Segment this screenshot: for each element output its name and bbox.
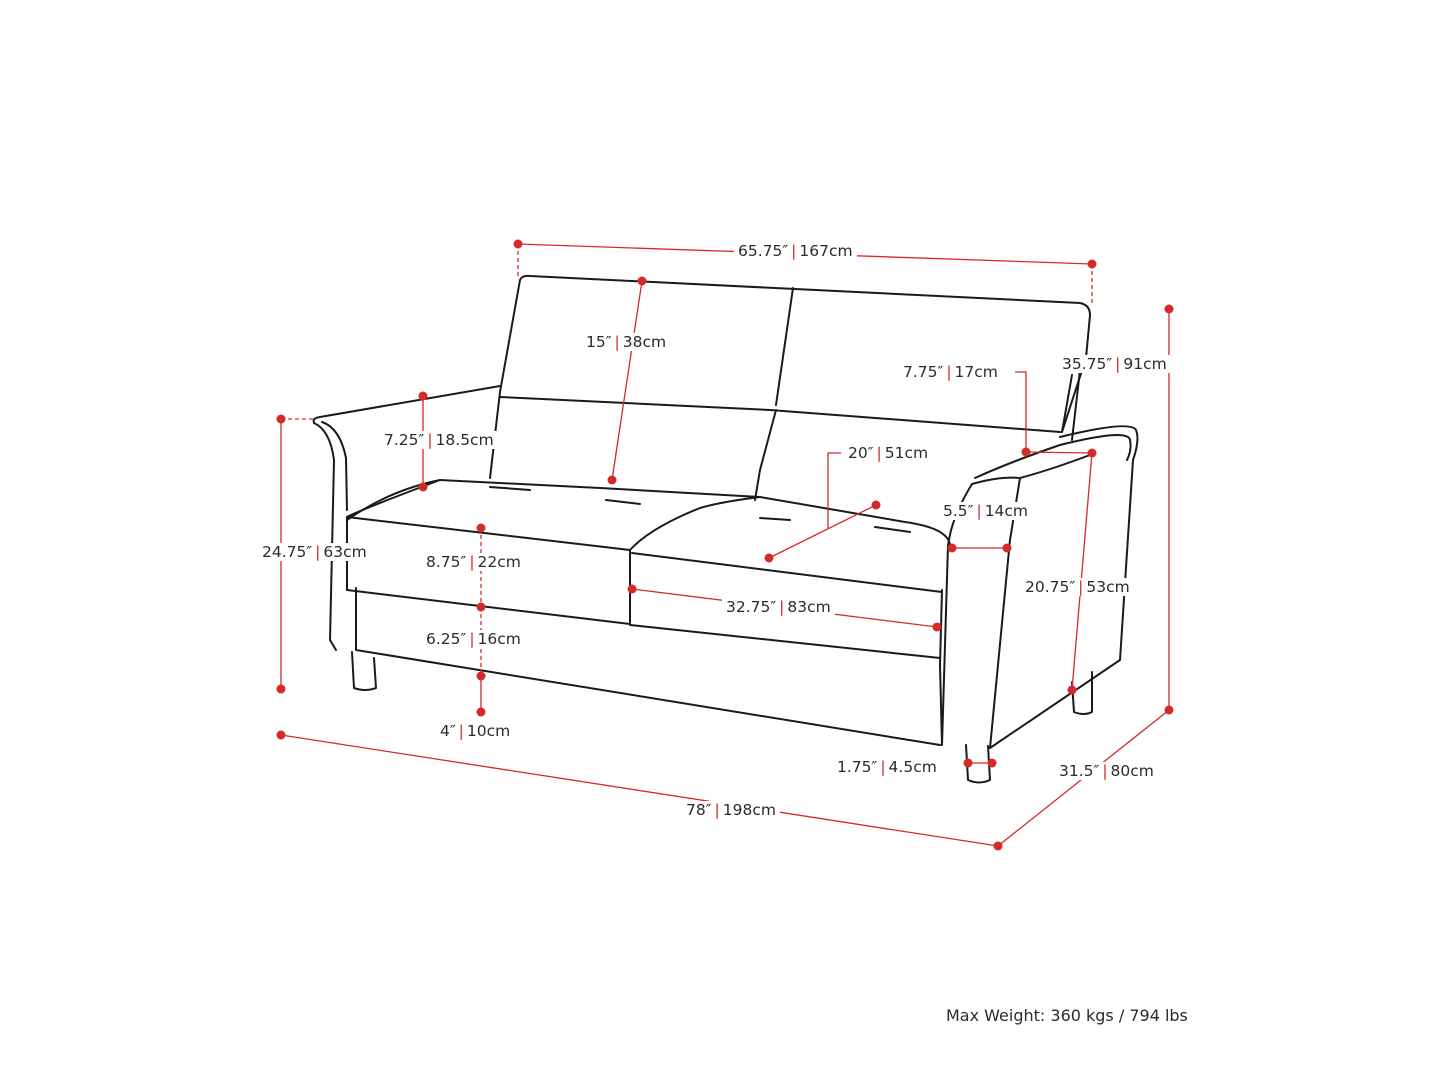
back-width-metric: 167cm xyxy=(799,242,853,260)
label-leg-height: 4″|10cm xyxy=(436,722,515,740)
back-cushion-outline xyxy=(519,274,1091,433)
label-arm-rise: 7.25″|18.5cm xyxy=(380,431,498,449)
dim-back-height-line xyxy=(611,280,643,481)
label-total-height: 35.75″|91cm xyxy=(1058,355,1171,373)
label-leg-width: 1.75″|4.5cm xyxy=(833,758,941,776)
left-arm-outline xyxy=(312,385,501,424)
right-arm-outline xyxy=(989,425,1139,749)
label-arm-width: 7.75″|17cm xyxy=(899,363,1002,381)
label-back-height: 15″|38cm xyxy=(582,333,671,351)
sofa-outline xyxy=(312,274,1139,784)
label-total-depth: 31.5″|80cm xyxy=(1055,762,1158,780)
label-back-width: 65.75″|167cm xyxy=(734,242,857,260)
left-front-leg-outline xyxy=(351,651,377,691)
label-arm-side-height: 20.75″|53cm xyxy=(1021,578,1134,596)
seat-cushion-outline xyxy=(346,479,951,546)
label-total-width: 78″|198cm xyxy=(682,801,780,819)
label-seat-width: 32.75″|83cm xyxy=(722,598,835,616)
sofa-base-outline xyxy=(355,587,941,746)
label-cushion-height: 8.75″|22cm xyxy=(422,553,525,571)
dimension-lines xyxy=(280,243,1170,847)
dim-arm-width-line xyxy=(1015,371,1027,452)
label-seat-depth: 20″|51cm xyxy=(844,444,933,462)
dim-arm-side-height-line xyxy=(1071,452,1093,691)
dim-total-width-line xyxy=(280,734,999,847)
label-base-height: 6.25″|16cm xyxy=(422,630,525,648)
max-weight-text: Max Weight: 360 kgs / 794 lbs xyxy=(946,1006,1188,1025)
label-arm-thickness: 5.5″|14cm xyxy=(939,502,1033,520)
label-arm-height: 24.75″|63cm xyxy=(258,543,371,561)
dimension-endpoints xyxy=(276,239,1174,851)
dim-seat-depth-line xyxy=(827,452,841,528)
back-width-imperial: 65.75″ xyxy=(738,242,789,260)
right-back-leg-outline xyxy=(1071,671,1093,715)
center-front-leg-outline xyxy=(965,744,991,784)
